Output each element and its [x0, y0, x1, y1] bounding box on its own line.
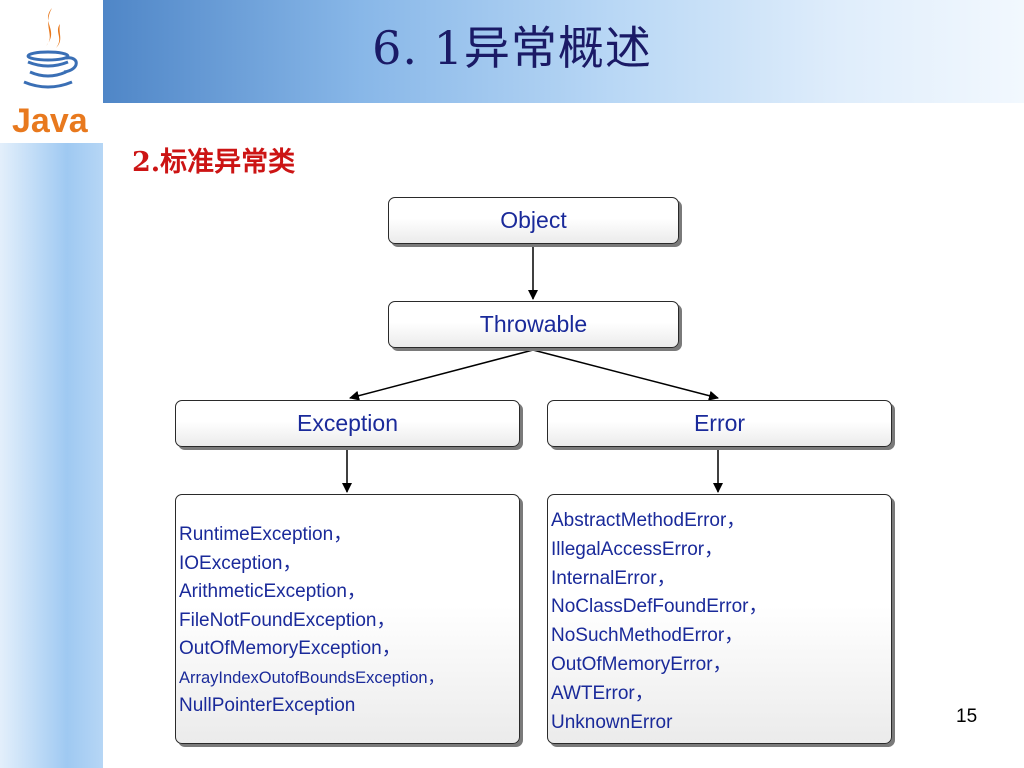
list-item: NoSuchMethodError，	[551, 625, 744, 647]
list-item: NoClassDefFoundError，	[551, 596, 768, 618]
list-item: ArithmeticException，	[179, 581, 366, 602]
list-item: ArrayIndexOutofBoundsException，	[179, 668, 445, 687]
list-item: RuntimeException，	[179, 524, 353, 545]
node-exception-label: Exception	[296, 410, 398, 436]
list-item: IllegalAccessError，	[551, 538, 724, 560]
list-item: AWTError，	[551, 682, 654, 704]
java-logo: Java	[0, 0, 103, 143]
node-error: Error	[547, 400, 892, 447]
java-wordmark: Java	[12, 102, 89, 140]
page-number: 15	[956, 706, 978, 727]
exception-subclasses-box: RuntimeException， IOException， Arithmeti…	[175, 494, 520, 744]
java-cup-icon: Java	[12, 8, 89, 140]
node-exception: Exception	[175, 400, 520, 447]
arrow-throwable-to-error	[532, 349, 719, 401]
list-item: NullPointerException	[179, 695, 356, 716]
list-item: OutOfMemoryError，	[551, 653, 732, 675]
list-item: AbstractMethodError，	[551, 510, 746, 531]
node-object: Object	[388, 197, 679, 244]
node-throwable-label: Throwable	[479, 311, 588, 337]
error-subclasses-box: AbstractMethodError， IllegalAccessError，…	[547, 494, 892, 744]
node-object-label: Object	[500, 207, 567, 233]
slide-title: 6. 1异常概述	[372, 21, 652, 75]
list-item: FileNotFoundException，	[179, 609, 396, 631]
node-throwable: Throwable	[388, 301, 679, 348]
left-decorative-bar	[0, 143, 103, 768]
list-item: OutOfMemoryException，	[179, 638, 401, 659]
section-heading: 2.标准异常类	[132, 147, 296, 178]
list-item: InternalError，	[551, 567, 676, 589]
title-banner	[103, 0, 1024, 103]
arrow-throwable-to-exception	[349, 349, 534, 401]
node-error-label: Error	[693, 410, 746, 436]
list-item: UnknownError	[551, 711, 673, 733]
list-item: IOException，	[179, 552, 302, 574]
